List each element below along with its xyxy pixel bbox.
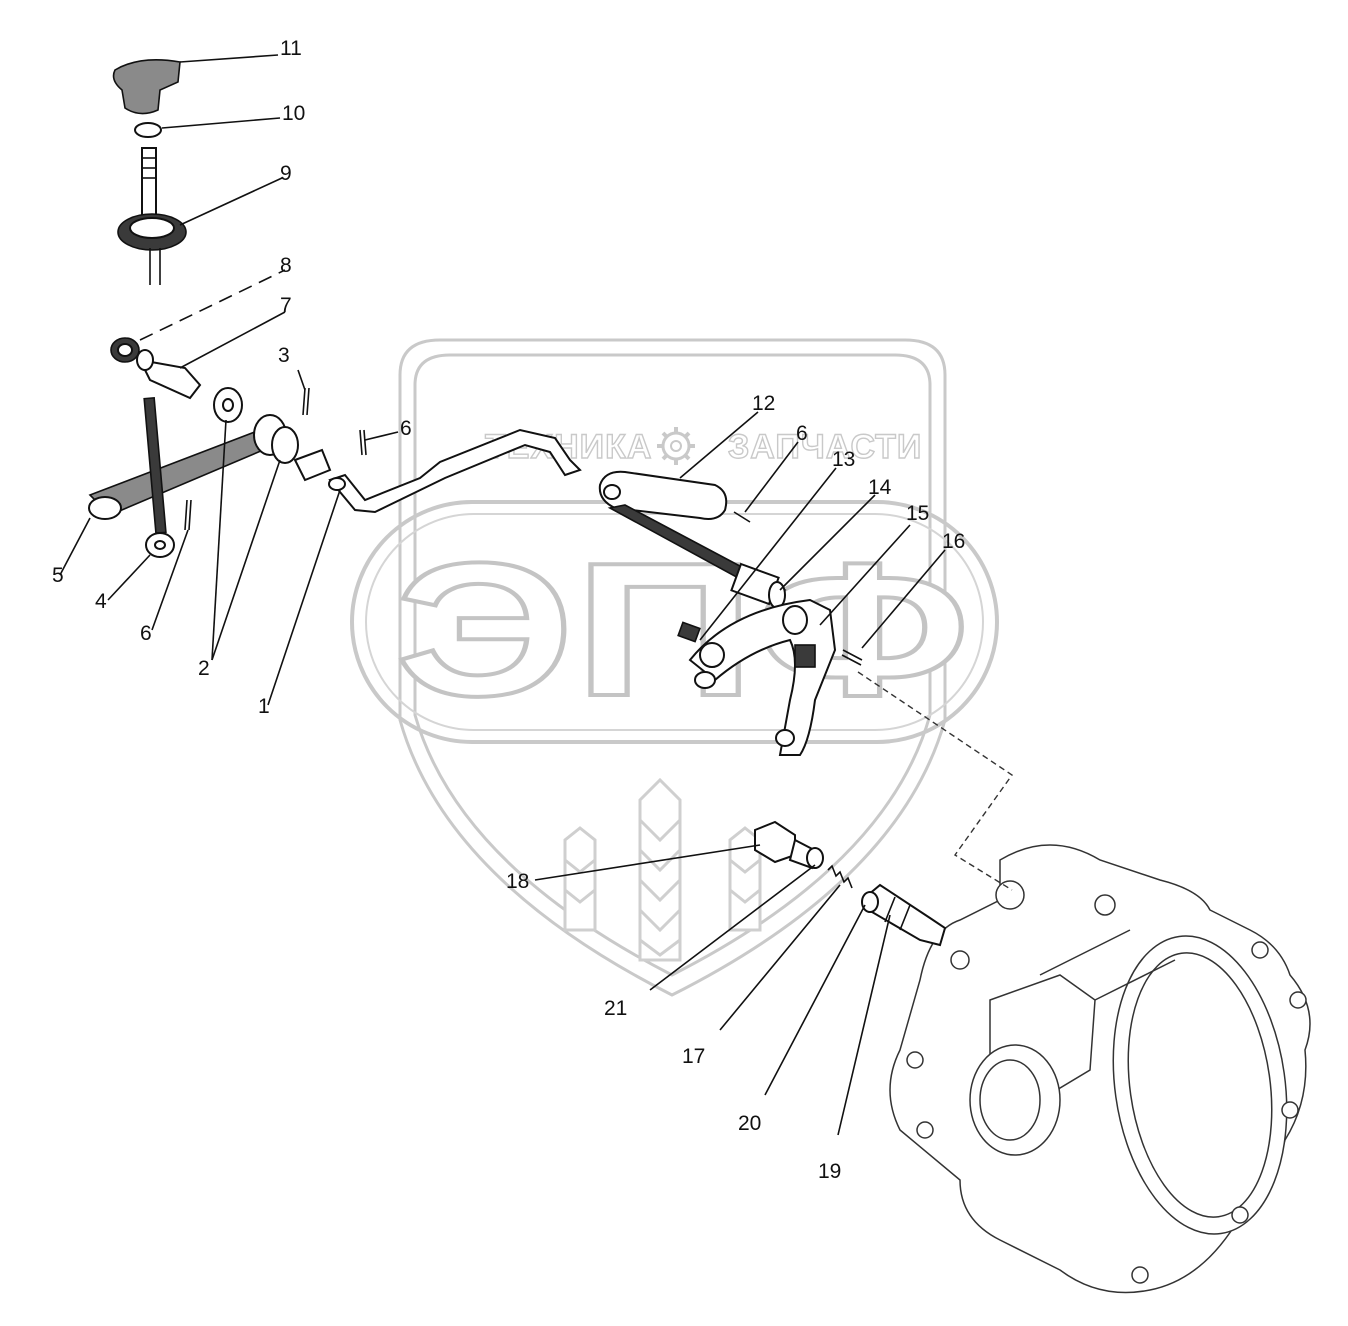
part-bolt xyxy=(754,820,824,870)
callout-6-right: 6 xyxy=(796,422,808,445)
watermark-shield xyxy=(398,338,947,997)
callout-11: 11 xyxy=(280,37,302,60)
callout-17: 17 xyxy=(682,1045,705,1068)
callout-14: 14 xyxy=(868,476,892,499)
callout-18: 18 xyxy=(506,870,529,893)
part-cotter-pin-3 xyxy=(302,387,310,416)
part-plunger xyxy=(861,883,947,947)
callout-3: 3 xyxy=(278,344,290,367)
assembly-centerline xyxy=(857,671,1013,891)
part-cotter-pin-6c xyxy=(733,511,751,523)
callout-21: 21 xyxy=(604,997,627,1020)
callout-1: 1 xyxy=(258,695,270,718)
watermark-text-right: ЗАПЧАСТИ xyxy=(728,428,922,466)
callout-20: 20 xyxy=(738,1112,761,1135)
gear-icon xyxy=(657,427,695,465)
callout-9: 9 xyxy=(280,162,292,185)
callout-7: 7 xyxy=(280,294,292,317)
part-spring xyxy=(827,864,853,889)
callout-6-left: 6 xyxy=(140,622,152,645)
callout-2: 2 xyxy=(198,657,210,680)
callout-labels: 1 2 3 4 5 6 6 6 7 8 9 10 11 12 13 14 15 … xyxy=(52,37,965,1183)
part-shift-fork xyxy=(677,598,837,756)
callout-4: 4 xyxy=(95,590,107,613)
watermark: ТЕХНИКА ЗАПЧАСТИ ЭПФ xyxy=(350,338,999,997)
part-lever-arm xyxy=(88,396,332,558)
part-fork-pin xyxy=(841,649,863,666)
part-cotter-pin-6b xyxy=(359,429,367,456)
part-knob xyxy=(112,58,181,115)
callout-10: 10 xyxy=(282,102,305,125)
callout-13: 13 xyxy=(832,448,855,471)
callout-12: 12 xyxy=(752,392,775,415)
callout-6-middle: 6 xyxy=(400,417,412,440)
part-nut xyxy=(134,122,162,138)
callout-8: 8 xyxy=(280,254,292,277)
part-cotter-pin-6a xyxy=(184,499,192,531)
part-pivot-pin xyxy=(136,349,202,400)
watermark-emblem xyxy=(563,777,762,962)
gearbox-housing xyxy=(889,844,1311,1294)
callout-15: 15 xyxy=(906,502,929,525)
part-shift-rod xyxy=(328,428,582,514)
callout-16: 16 xyxy=(942,530,965,553)
leader-lines xyxy=(59,54,946,1136)
callout-5: 5 xyxy=(52,564,64,587)
callout-19: 19 xyxy=(818,1160,841,1183)
part-shift-lever xyxy=(117,147,187,285)
